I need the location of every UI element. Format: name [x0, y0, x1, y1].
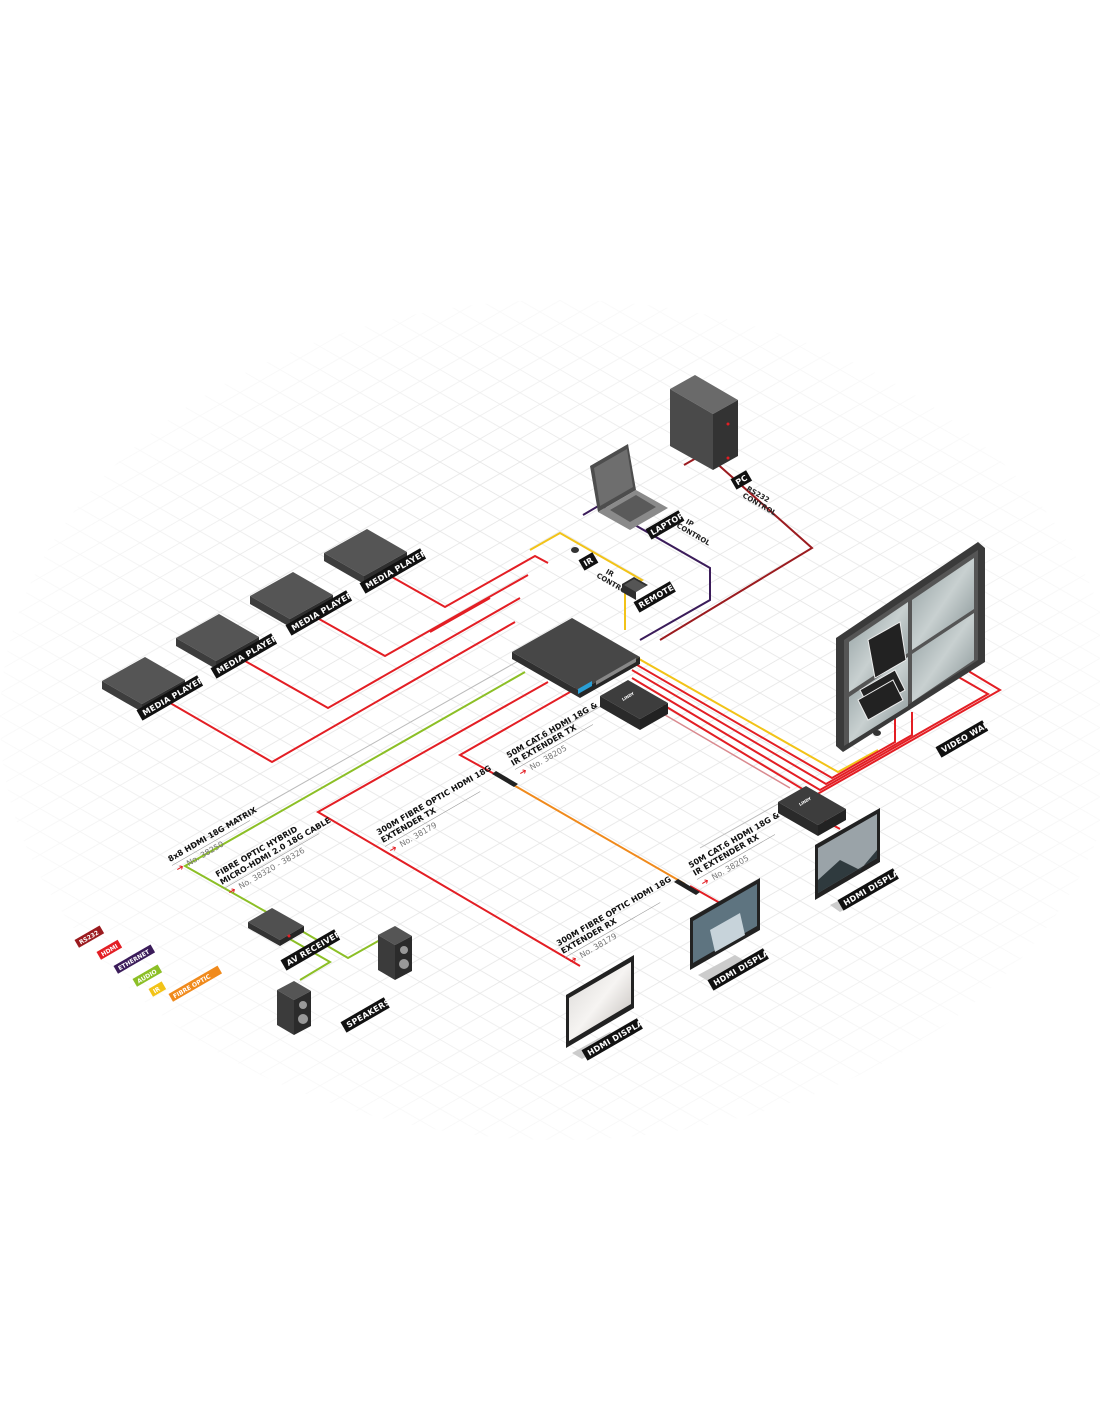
- legend-label: IR: [152, 986, 162, 996]
- fibre-extender-tx[interactable]: [492, 771, 518, 787]
- hdmi-cable-fibre-path: [315, 681, 581, 967]
- cables: [164, 451, 1002, 981]
- legend-item-ir: IR: [148, 981, 167, 997]
- hdmi-cable-wall-1: [631, 661, 896, 780]
- ethernet-cable-laptop: [582, 503, 711, 641]
- leader-line-cat6tx: [514, 699, 613, 755]
- leader-line-matrix: [184, 659, 521, 851]
- legend-swatch: [74, 925, 105, 948]
- fibre-extender-rx[interactable]: [674, 879, 700, 895]
- hdmi-cable-rx-display: [689, 885, 721, 904]
- svg-text:➔: ➔: [700, 876, 712, 889]
- isometric-grid: [0, 295, 1100, 1145]
- hdmi-cable-media-player-2: [237, 597, 521, 710]
- hdmi-cable-wall-2: [631, 669, 913, 786]
- hdmi-cable-main-2: [429, 597, 491, 633]
- speaker-left[interactable]: [277, 981, 311, 1035]
- ir-tag: IR: [578, 552, 599, 571]
- svg-text:➔: ➔: [175, 862, 187, 875]
- pc-tower[interactable]: [670, 375, 738, 470]
- brand-logo-tx: LINDY: [621, 691, 635, 702]
- hdmi-matrix-8x8[interactable]: [512, 618, 640, 698]
- hdmi-cable-media-player-3: [311, 574, 529, 658]
- hdmi-cable-media-player-4: [384, 554, 549, 609]
- ir-cable-sensor: [529, 531, 644, 630]
- audio-cable-matrix-receiver: [182, 671, 526, 915]
- video-wall[interactable]: [836, 542, 985, 752]
- brand-logo-rx: LINDY: [798, 796, 812, 807]
- cat6-link: [659, 711, 791, 789]
- hdmi-cable-matrix-cat6tx: [457, 675, 599, 777]
- speaker-right[interactable]: [378, 926, 412, 980]
- audio-cable-speaker-left: [287, 937, 332, 981]
- svg-text:➔: ➔: [518, 766, 530, 779]
- laptop[interactable]: [590, 444, 668, 530]
- legend-swatch: [132, 964, 163, 987]
- legend-swatch: [96, 939, 123, 960]
- pc-tag: PC: [730, 470, 753, 490]
- ir-cable-video-wall: [631, 654, 879, 774]
- legend-swatch: [113, 944, 156, 974]
- cat6-extender-rx[interactable]: LINDY: [778, 786, 846, 836]
- svg-text:IR: IR: [582, 556, 595, 569]
- svg-text:➔: ➔: [388, 843, 400, 856]
- svg-text:IP: IP: [684, 518, 695, 529]
- svg-text:➔: ➔: [227, 885, 239, 898]
- av-receiver[interactable]: [248, 908, 304, 946]
- hdmi-display-middle[interactable]: [690, 878, 760, 981]
- svg-text:IR: IR: [604, 568, 615, 579]
- legend-swatch: [148, 981, 167, 997]
- hdmi-cable-media-player-1: [164, 621, 516, 764]
- cat6-extender-tx[interactable]: LINDY: [600, 680, 668, 730]
- audio-cable-speaker-right: [299, 929, 381, 960]
- legend-swatch: [168, 965, 223, 1002]
- ir-sensor: [571, 547, 579, 553]
- leader-line-cat6rx: [699, 799, 786, 849]
- svg-text:➔: ➔: [568, 954, 580, 967]
- fibre-optic-cable: [509, 782, 686, 885]
- remote-control[interactable]: [622, 577, 648, 600]
